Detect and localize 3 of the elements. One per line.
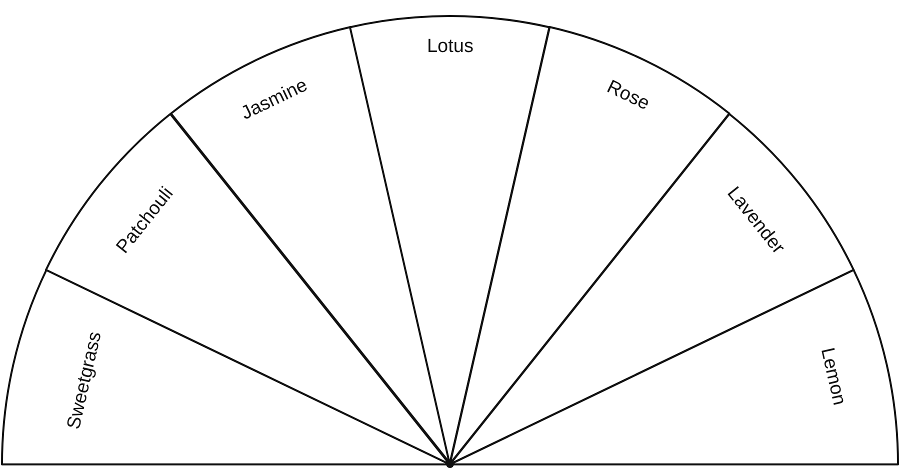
sector-label: Lemon [817, 346, 848, 408]
sector-label: Rose [604, 76, 652, 114]
sector-label: Lotus [426, 36, 474, 56]
